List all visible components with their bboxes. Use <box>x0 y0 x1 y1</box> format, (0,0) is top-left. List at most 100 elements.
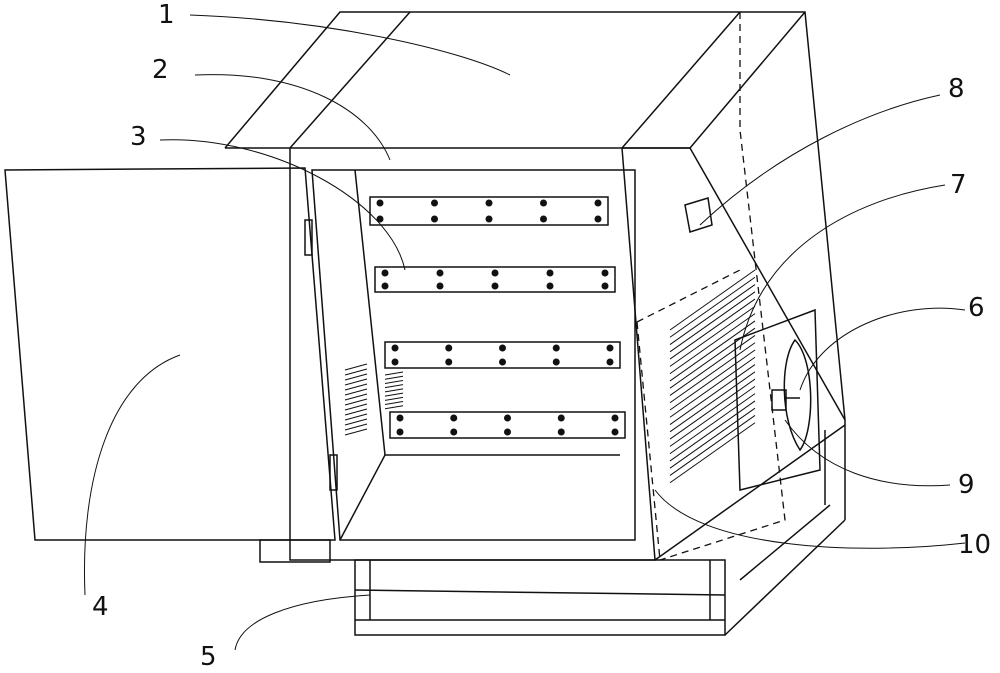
shelf-hole <box>594 215 602 223</box>
shelf-hole <box>485 215 493 223</box>
vent-slat <box>669 313 756 375</box>
label-3: 3 <box>130 122 147 152</box>
vent-slat <box>669 393 756 455</box>
shelf-hole <box>376 199 384 207</box>
shelf-hole <box>396 428 404 436</box>
vent-slat <box>669 284 756 345</box>
shelf-hole <box>431 215 438 223</box>
vent-slat <box>669 407 756 469</box>
vent-slat <box>344 373 368 381</box>
fan <box>734 308 821 491</box>
vent-slat <box>384 405 404 410</box>
vent-slat <box>344 428 368 436</box>
vent-slat <box>384 384 404 389</box>
shelf-hole <box>606 344 614 352</box>
vent-slat <box>669 320 756 382</box>
base-frame <box>354 420 846 636</box>
vent-slat <box>669 342 756 404</box>
shelf <box>384 341 621 369</box>
vent-slat <box>344 398 368 406</box>
vent-slat <box>344 378 368 386</box>
vent-slat <box>384 371 404 376</box>
vent-slat <box>669 378 756 440</box>
shelf-hole <box>601 282 609 290</box>
shelf-hole <box>546 269 554 277</box>
shelf-hole <box>391 344 399 352</box>
shelf <box>374 266 616 293</box>
shelf-hole <box>491 282 499 290</box>
label-5: 5 <box>200 642 217 672</box>
vent-slat <box>384 375 404 380</box>
vent-slat <box>669 364 756 425</box>
label-2: 2 <box>152 55 169 85</box>
shelf-hole <box>611 414 619 422</box>
vent-slat <box>669 356 756 418</box>
label-6: 6 <box>968 293 985 323</box>
shelf-hole <box>396 414 404 422</box>
label-1: 1 <box>158 0 175 30</box>
vent-slat <box>669 385 756 447</box>
label-7: 7 <box>950 170 967 200</box>
shelf-hole <box>594 199 602 207</box>
vent-slat <box>384 401 404 406</box>
shelf-hole <box>431 199 438 207</box>
shelf-hole <box>445 344 453 352</box>
shelf-hole <box>557 428 565 436</box>
shelf-hole <box>606 358 614 366</box>
vent-slat <box>344 383 368 391</box>
vents <box>344 269 756 484</box>
shelf-hole <box>391 358 399 366</box>
vent-slat <box>384 379 404 384</box>
vent-slat <box>669 422 756 484</box>
label-4: 4 <box>92 592 109 622</box>
vent-slat <box>669 305 756 367</box>
vent-slat <box>669 298 756 360</box>
shelf-hole <box>381 269 389 277</box>
vent-slat <box>344 408 368 416</box>
door <box>4 167 338 541</box>
shelf-hole <box>436 282 444 290</box>
vent-slat <box>669 276 756 338</box>
vent-slat <box>344 413 368 421</box>
shelf-hole <box>611 428 619 436</box>
shelf-hole <box>381 282 389 290</box>
shelf-hole <box>540 215 547 223</box>
vent-slat <box>384 392 404 397</box>
shelf-hole <box>485 199 493 207</box>
shelf <box>389 411 626 439</box>
shelf-hole <box>504 428 511 436</box>
vent-slat <box>344 393 368 401</box>
shelf-hole <box>450 414 458 422</box>
vent-slat <box>669 400 756 462</box>
shelves <box>369 196 626 439</box>
shelf-hole <box>504 414 511 422</box>
vent-slat <box>344 403 368 411</box>
shelf-hole <box>445 358 453 366</box>
vent-slat <box>344 388 368 396</box>
label-10: 10 <box>958 530 992 560</box>
vent-slat <box>669 415 756 476</box>
shelf-hole <box>376 215 384 223</box>
shelf-hole <box>450 428 458 436</box>
vent-slat <box>344 363 368 371</box>
shelf-hole <box>540 199 547 207</box>
label-8: 8 <box>948 74 965 104</box>
shelf-hole <box>491 269 499 277</box>
shelf-hole <box>436 269 444 277</box>
leader-lines <box>83 14 966 651</box>
vent-slat <box>669 335 756 396</box>
vent-slat <box>344 423 368 431</box>
shelf-hole <box>552 344 560 352</box>
shelf <box>369 196 609 226</box>
shelf-hole <box>557 414 565 422</box>
sensor-8 <box>684 197 713 233</box>
shelf-hole <box>552 358 560 366</box>
vent-slat <box>384 396 404 401</box>
shelf-hole <box>546 282 554 290</box>
vent-slat <box>669 291 756 353</box>
vent-slat <box>344 418 368 426</box>
vent-slat <box>669 349 756 411</box>
shelf-hole <box>499 344 506 352</box>
vent-slat <box>344 368 368 376</box>
